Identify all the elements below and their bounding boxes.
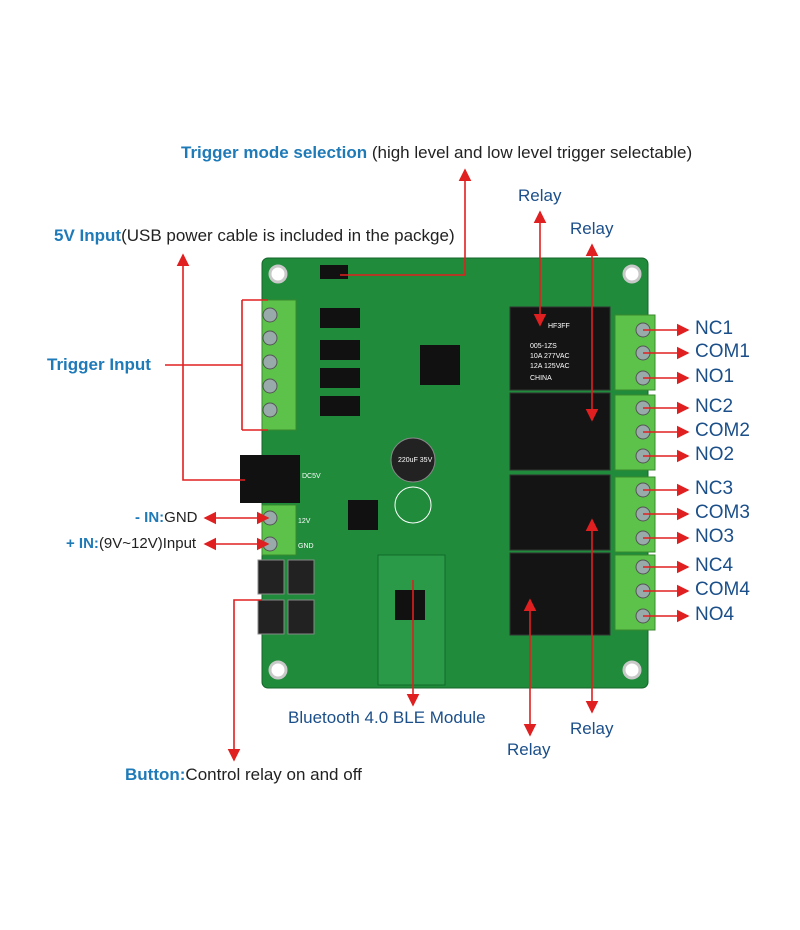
- mode-jumper: [320, 265, 348, 279]
- terminal-nc1: NC1: [695, 318, 734, 339]
- callout-arrows: [165, 168, 690, 762]
- power-terminal: [261, 504, 297, 556]
- terminal-no2: NO2: [695, 444, 735, 465]
- terminal-com4: COM4: [695, 579, 750, 600]
- terminal-com1: COM1: [695, 341, 750, 362]
- terminal-com3: COM3: [695, 502, 750, 523]
- terminal-nc4: NC4: [695, 555, 734, 576]
- gnd-mark: GND: [298, 543, 314, 550]
- terminal-com2: COM2: [695, 420, 750, 441]
- gnd-label: - IN:GND: [135, 509, 198, 526]
- capacitor-mark: 220uF 35V: [398, 457, 433, 464]
- relay-label-3: Relay: [507, 740, 551, 759]
- relay-origin: CHINA: [530, 375, 552, 382]
- optocouplers: [320, 308, 460, 530]
- mounting-holes: [268, 264, 642, 680]
- dc-jack: [240, 455, 300, 503]
- relay-label-2: Relay: [570, 219, 614, 238]
- button-label: Button:Control relay on and off: [125, 765, 362, 784]
- terminal-no3: NO3: [695, 526, 735, 547]
- terminal-no4: NO4: [695, 604, 735, 625]
- push-buttons: [257, 559, 315, 635]
- relay-label-4: Relay: [570, 719, 614, 738]
- ble-module-label: Bluetooth 4.0 BLE Module: [288, 708, 486, 727]
- terminal-no1: NO1: [695, 366, 735, 387]
- trigger-mode-label: Trigger mode selection (high level and l…: [181, 143, 693, 162]
- terminal-nc3: NC3: [695, 478, 734, 499]
- board-silkscreen: DC5V 12V GND 220uF 35V HF3FF 005-1ZS 10A…: [298, 323, 570, 550]
- relay-brand: HF3FF: [548, 323, 570, 330]
- trigger-input-label: Trigger Input: [47, 355, 151, 374]
- relay-label-1: Relay: [518, 186, 562, 205]
- vin-label: + IN:(9V~12V)Input: [66, 535, 197, 552]
- relay-rating1: 10A 277VAC: [530, 353, 570, 360]
- dc5v-mark: DC5V: [302, 473, 321, 480]
- relay-rating2: 12A 125VAC: [530, 363, 570, 370]
- relay-model: 005-1ZS: [530, 343, 557, 350]
- five-v-input-label: 5V Input(USB power cable is included in …: [54, 226, 455, 245]
- capacitor: [390, 437, 436, 483]
- trigger-input-terminal: [261, 299, 297, 431]
- terminal-nc2: NC2: [695, 396, 734, 417]
- 12v-mark: 12V: [298, 518, 311, 525]
